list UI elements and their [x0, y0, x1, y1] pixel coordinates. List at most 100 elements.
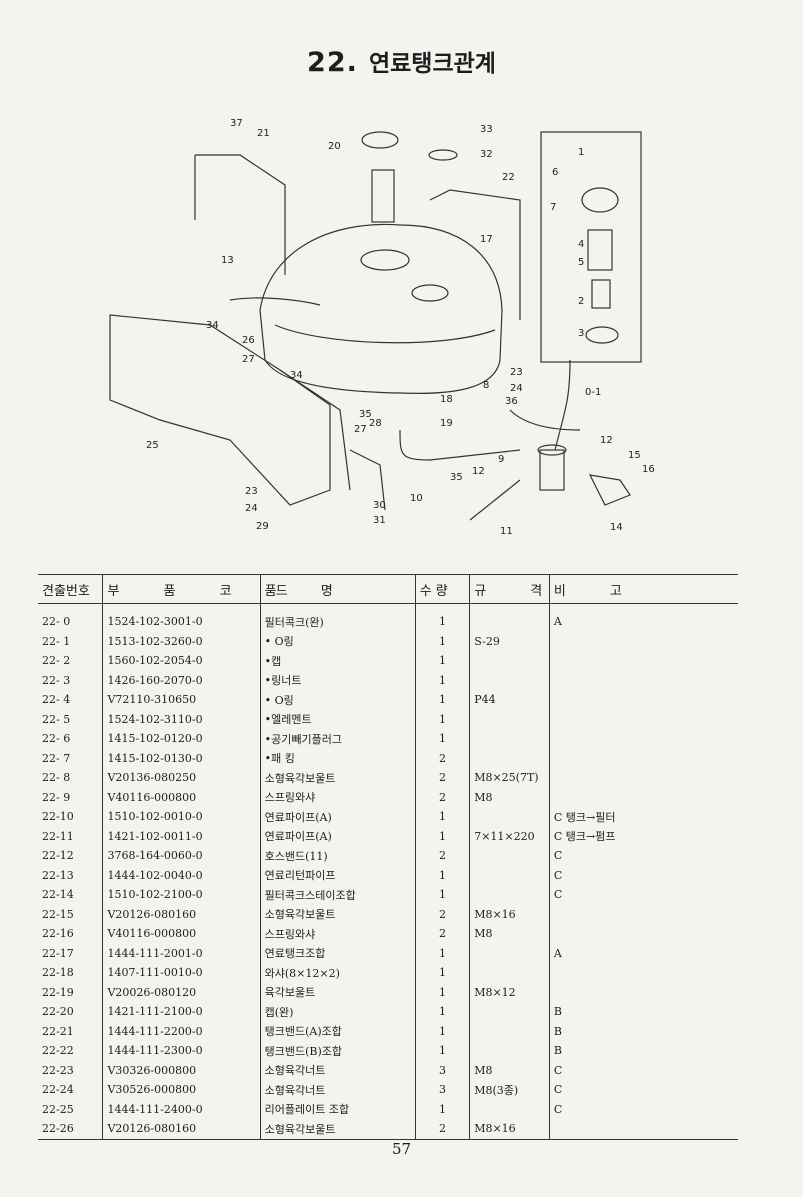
row-part-name: 소형육각보울트 — [259, 768, 416, 788]
row-spec — [469, 709, 550, 729]
section-title: 22. 연료탱크관계 — [0, 44, 803, 78]
row-part-code: 1444-102-0040-0 — [102, 865, 261, 885]
row-ref-number: 22- 2 — [42, 654, 71, 668]
row-part-code: 1524-102-3001-0 — [102, 603, 261, 632]
row-spec: M8×16 — [469, 1119, 550, 1140]
row-spec — [469, 846, 550, 866]
row-part-name: 와샤(8×12×2) — [259, 963, 416, 983]
row-part-name: 스프링와샤 — [259, 787, 416, 807]
row-part-name: 탱크밴드(A)조합 — [259, 1021, 416, 1041]
row-spec: P44 — [469, 690, 550, 710]
column-header-part-name: 품 명 — [259, 574, 416, 604]
callout-label: 1 — [578, 147, 584, 158]
callout-label: 33 — [480, 124, 493, 135]
diagram-svg: 37 21 20 33 32 22 17 1 6 7 4 5 2 3 0-1 1… — [109, 118, 655, 537]
row-part-code: 1415-102-0130-0 — [102, 748, 261, 768]
row-part-code: 1510-102-2100-0 — [102, 885, 261, 905]
row-quantity: 1 — [414, 826, 470, 846]
callout-label: 19 — [440, 418, 453, 429]
row-ref-number: 22- 3 — [42, 673, 71, 687]
callout-label: 0-1 — [585, 387, 601, 398]
row-spec — [469, 1002, 550, 1022]
callout-label: 2 — [578, 296, 584, 307]
callout-label: 26 — [242, 335, 255, 346]
row-remarks: C — [548, 885, 738, 905]
row-spec: M8 — [469, 787, 550, 807]
row-spec: M8×12 — [469, 982, 550, 1002]
row-ref-number: 22- 1 — [42, 634, 71, 648]
row-spec — [469, 603, 550, 632]
row-ref-number: 22-14 — [42, 888, 74, 902]
callout-label: 18 — [440, 394, 453, 405]
row-part-name: 연료파이프(A) — [259, 807, 416, 827]
row-ref-number: 22-11 — [42, 829, 74, 843]
callout-label: 21 — [257, 128, 270, 139]
row-ref-number: 22-25 — [42, 1102, 74, 1116]
callout-label: 37 — [230, 118, 243, 129]
row-ref-number: 22-10 — [42, 810, 74, 824]
row-remarks — [548, 748, 738, 768]
row-part-name: •캡 — [259, 651, 416, 671]
row-remarks: A — [548, 943, 738, 963]
row-part-name: 소형육각너트 — [259, 1060, 416, 1080]
row-remarks — [548, 924, 738, 944]
row-remarks: C — [548, 865, 738, 885]
row-part-code: 1444-111-2200-0 — [102, 1021, 261, 1041]
row-quantity: 1 — [414, 943, 470, 963]
row-part-name: 연료탱크조합 — [259, 943, 416, 963]
row-spec: M8(3종) — [469, 1080, 550, 1100]
row-part-name: •엘레멘트 — [259, 709, 416, 729]
row-part-name: 스프링와샤 — [259, 924, 416, 944]
callout-label: 9 — [498, 454, 504, 465]
row-quantity: 1 — [414, 631, 470, 651]
row-part-name: •패 킹 — [259, 748, 416, 768]
callout-label: 29 — [256, 521, 269, 532]
row-spec — [469, 885, 550, 905]
row-part-name: • O링 — [259, 690, 416, 710]
row-remarks: C 탱크→필터 — [548, 807, 738, 827]
row-quantity: 2 — [414, 768, 470, 788]
row-spec — [469, 943, 550, 963]
row-quantity: 2 — [414, 748, 470, 768]
row-quantity: 2 — [414, 846, 470, 866]
row-spec — [469, 1021, 550, 1041]
row-quantity: 1 — [414, 865, 470, 885]
diagram-drawing — [109, 131, 642, 521]
callout-label: 4 — [578, 239, 584, 250]
row-part-name: 소형육각보울트 — [259, 904, 416, 924]
row-remarks: B — [548, 1002, 738, 1022]
row-spec: 7×11×220 — [469, 826, 550, 846]
callout-label: 7 — [550, 202, 556, 213]
row-remarks — [548, 1119, 738, 1140]
row-part-code: 1510-102-0010-0 — [102, 807, 261, 827]
row-part-code: V20026-080120 — [102, 982, 261, 1002]
row-part-code: 1444-111-2001-0 — [102, 943, 261, 963]
row-quantity: 3 — [414, 1060, 470, 1080]
row-spec — [469, 865, 550, 885]
column-header-quantity: 수 량 — [414, 574, 470, 604]
row-ref-number: 22- 4 — [42, 693, 71, 707]
row-spec: S-29 — [469, 631, 550, 651]
callout-label: 25 — [146, 440, 159, 451]
row-part-code: 1407-111-0010-0 — [102, 963, 261, 983]
callout-label: 23 — [510, 367, 523, 378]
row-quantity: 1 — [414, 1099, 470, 1119]
exploded-parts-diagram: 37 21 20 33 32 22 17 1 6 7 4 5 2 3 0-1 1… — [100, 110, 700, 550]
row-remarks — [548, 690, 738, 710]
row-part-code: 1444-111-2300-0 — [102, 1041, 261, 1061]
callout-label: 5 — [578, 257, 584, 268]
row-part-name: •공기빼기플러그 — [259, 729, 416, 749]
